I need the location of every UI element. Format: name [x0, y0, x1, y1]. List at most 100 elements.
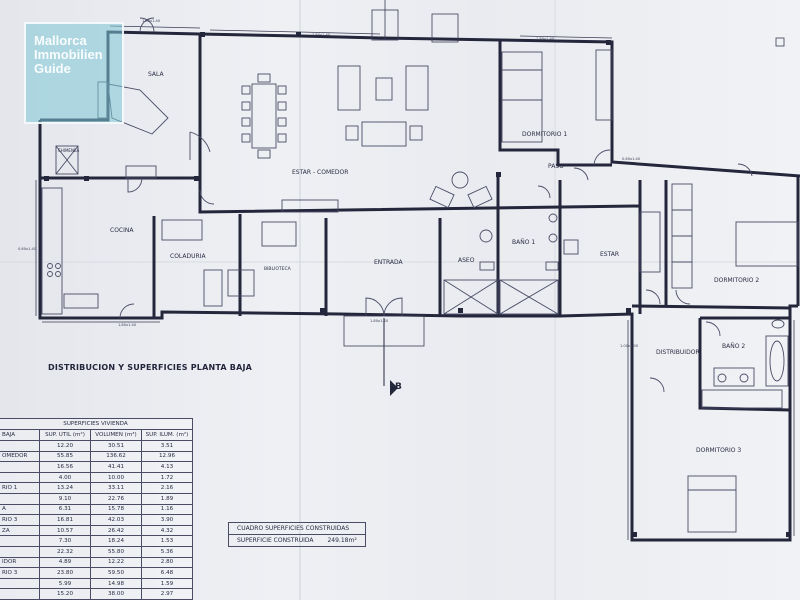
- room-label-paso: PASO: [548, 163, 564, 170]
- table-cell: 12.20: [39, 440, 91, 452]
- table-cell: 42.03: [90, 514, 142, 526]
- brand-logo-watermark: Mallorca Immobilien Guide: [24, 22, 124, 124]
- table-cell: 23.80: [39, 567, 91, 579]
- table-cell: 59.50: [90, 567, 142, 579]
- room-label-dormitorio-3: DORMITORIO 3: [696, 447, 741, 454]
- room-label-chimenea: CHIMENEA: [58, 148, 79, 153]
- room-label-bano-1: BAÑO 1: [512, 239, 535, 246]
- table-cell: 1.72: [141, 471, 193, 484]
- column-header: SUP. ILUM. (m²): [141, 429, 193, 441]
- furniture-dormitorio-1: [501, 49, 613, 143]
- furniture-bedrooms: [639, 183, 799, 533]
- table-cell: 2.97: [141, 588, 193, 600]
- svg-text:1.80x1.40: 1.80x1.40: [312, 33, 331, 37]
- table-cell: 15.20: [39, 588, 91, 600]
- surface-table: SUPERFICIES VIVIENDA BAJA SUP. UTIL (m²)…: [0, 418, 193, 600]
- table-cell: [0, 577, 40, 590]
- table-cell: 1.53: [141, 535, 193, 547]
- table-cell: 16.56: [39, 461, 91, 473]
- room-label-distribuidor: DISTRIBUIDOR: [656, 349, 700, 356]
- table-cell: 14.98: [90, 577, 142, 590]
- table-cell: 13.24: [39, 482, 91, 494]
- dimension-lines: [35, 25, 795, 540]
- surface-table-title: SUPERFICIES VIVIENDA: [0, 418, 193, 430]
- table-cell: 2.16: [141, 482, 193, 494]
- table-cell: 18.24: [90, 535, 142, 547]
- room-label-cocina: COCINA: [110, 227, 134, 234]
- room-label-aseo: ASEO: [458, 257, 475, 264]
- wall-markers: [44, 32, 791, 537]
- furniture-bathrooms: [443, 213, 789, 387]
- table-cell: 33.11: [90, 482, 142, 494]
- built-area-summary: CUADRO SUPERFICIES CONSTRUIDAS SUPERFICI…: [228, 522, 366, 547]
- table-cell: 7.30: [39, 535, 91, 547]
- table-cell: 10.00: [90, 471, 142, 484]
- table-cell: 4.89: [39, 556, 91, 569]
- svg-text:0.60x1.40: 0.60x1.40: [622, 157, 641, 161]
- table-cell: [0, 461, 40, 473]
- table-cell: [0, 588, 40, 600]
- table-cell: 38.00: [90, 588, 142, 600]
- column-header: BAJA: [0, 429, 40, 441]
- built-area-row: SUPERFICIE CONSTRUIDA 249.18m²: [229, 534, 365, 546]
- built-area-label: SUPERFICIE CONSTRUIDA: [237, 537, 314, 544]
- plan-title: DISTRIBUCION Y SUPERFICIES PLANTA BAJA: [48, 363, 253, 372]
- table-cell: 4.13: [141, 461, 193, 473]
- table-cell: 16.81: [39, 514, 91, 526]
- built-area-value: 249.18m²: [327, 537, 357, 544]
- svg-text:1.80x1.40: 1.80x1.40: [118, 323, 137, 327]
- room-label-biblioteca: BIBLIOTECA: [264, 266, 292, 272]
- table-cell: 22.32: [39, 545, 91, 558]
- room-label-estar: ESTAR: [600, 251, 619, 258]
- table-cell: 3.51: [141, 440, 193, 452]
- table-cell: 55.85: [39, 450, 91, 463]
- furniture-coladuria: [161, 219, 297, 307]
- svg-text:1.80x1.40: 1.80x1.40: [536, 37, 555, 41]
- table-cell: 6.48: [141, 567, 193, 579]
- table-cell: 26.42: [90, 524, 142, 537]
- svg-text:1.00x2.00: 1.00x2.00: [620, 344, 639, 348]
- table-cell: 12.22: [90, 556, 142, 569]
- table-cell: ZA: [0, 524, 40, 537]
- svg-text:1.80x1.40: 1.80x1.40: [370, 319, 389, 323]
- table-cell: RIO 1: [0, 482, 40, 494]
- room-label-estar-comedor: ESTAR - COMEDOR: [292, 169, 348, 176]
- table-cell: 136.62: [90, 450, 142, 463]
- table-cell: 41.41: [90, 461, 142, 473]
- section-marker-label: B: [395, 382, 402, 392]
- svg-text:0.60x1.40: 0.60x1.40: [18, 247, 37, 251]
- door-swings: [119, 17, 753, 393]
- table-cell: 12.96: [141, 450, 193, 463]
- table-cell: 55.80: [90, 545, 142, 558]
- section-marker-arrow: [390, 380, 398, 396]
- table-cell: [0, 535, 40, 547]
- table-cell: 5.99: [39, 577, 91, 590]
- table-cell: 1.59: [141, 577, 193, 590]
- table-cell: 3.90: [141, 514, 193, 526]
- built-area-title: CUADRO SUPERFICIES CONSTRUIDAS: [237, 525, 350, 532]
- furniture-dining-table: [241, 73, 287, 159]
- room-label-coladuria: COLADURIA: [170, 253, 206, 260]
- table-cell: 1.16: [141, 503, 193, 516]
- table-cell: OMEDOR: [0, 450, 40, 463]
- column-header: SUP. UTIL (m²): [39, 429, 91, 441]
- table-cell: 2.80: [141, 556, 193, 569]
- table-cell: [0, 440, 40, 452]
- corner-mark: [775, 37, 785, 47]
- table-cell: A: [0, 503, 40, 516]
- logo-line: Guide: [34, 61, 71, 76]
- room-label-bano-2: BAÑO 2: [722, 343, 745, 350]
